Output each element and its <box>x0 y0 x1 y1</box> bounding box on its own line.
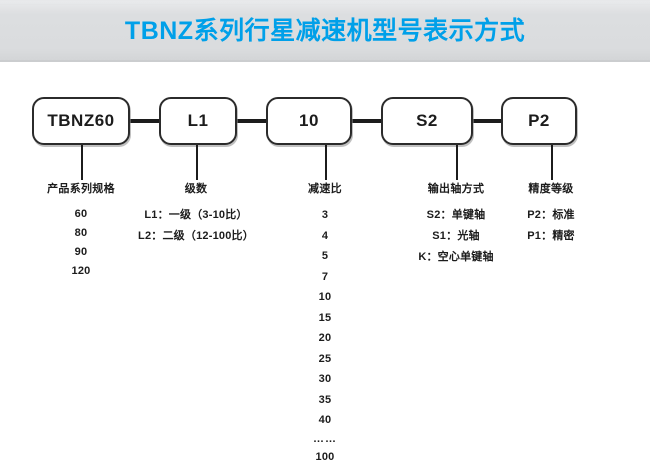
code-node-precision[interactable]: P2 <box>501 97 577 145</box>
code-node-stage[interactable]: L1 <box>159 97 237 145</box>
column-series-item: 60 <box>74 208 88 220</box>
title-bar: TBNZ系列行星减速机型号表示方式 <box>0 0 650 62</box>
column-ratio-item: 30 <box>318 373 332 385</box>
code-node-shaft[interactable]: S2 <box>381 97 473 145</box>
column-series-item: 120 <box>71 265 91 277</box>
column-precision-title: 精度等级 <box>528 183 574 195</box>
column-shaft-title: 输出轴方式 <box>427 183 485 195</box>
column-ratio-item: 3 <box>321 209 329 221</box>
column-shaft: 输出轴方式 S2：单键轴 S1：光轴 K：空心单键轴 <box>386 180 526 268</box>
column-series: 产品系列规格 60 80 90 120 <box>11 180 151 281</box>
column-ratio-item: 10 <box>318 291 332 303</box>
column-ratio-item: 20 <box>318 332 332 344</box>
column-precision-item: P2：标准 <box>527 209 575 221</box>
page-title: TBNZ系列行星减速机型号表示方式 <box>124 17 526 45</box>
column-series-item: 80 <box>74 227 88 239</box>
drop-line-ratio <box>325 145 327 180</box>
column-ratio-item: 40 <box>318 414 332 426</box>
column-shaft-item: S2：单键轴 <box>426 209 486 221</box>
column-ratio-item: 35 <box>318 393 332 406</box>
connector-4-5 <box>473 119 501 123</box>
column-series-title: 产品系列规格 <box>47 183 115 195</box>
column-ratio-item: 100 <box>315 450 335 463</box>
drop-line-shaft <box>456 145 458 180</box>
column-ratio-item: 25 <box>318 352 332 365</box>
column-ratio-item: 5 <box>321 250 329 262</box>
column-ratio: 减速比 3 4 5 7 10 15 20 25 30 35 40 …… 100 <box>275 180 375 467</box>
diagram-canvas: TBNZ60 L1 10 S2 P2 产品系列规格 60 80 90 120 级… <box>0 62 650 470</box>
column-precision: 精度等级 P2：标准 P1：精密 <box>496 180 606 247</box>
column-stage-item: L1：一级（3-10比） <box>144 209 248 221</box>
connector-1-2 <box>130 119 159 123</box>
drop-line-series <box>81 145 83 180</box>
column-ratio-item: 7 <box>321 270 329 283</box>
column-stage: 级数 L1：一级（3-10比） L2：二级（12-100比） <box>116 180 276 247</box>
column-series-item: 90 <box>74 246 88 258</box>
code-node-ratio[interactable]: 10 <box>266 97 352 145</box>
connector-2-3 <box>237 119 266 123</box>
drop-line-stage <box>196 145 198 180</box>
column-ratio-item: 15 <box>318 311 332 324</box>
column-shaft-item: S1：光轴 <box>432 230 480 242</box>
column-shaft-item: K：空心单键轴 <box>418 251 494 263</box>
drop-line-precision <box>551 145 553 180</box>
column-precision-item: P1：精密 <box>527 230 575 242</box>
column-ratio-title: 减速比 <box>308 183 342 195</box>
column-stage-item: L2：二级（12-100比） <box>138 230 254 242</box>
code-node-series[interactable]: TBNZ60 <box>32 97 130 145</box>
column-stage-title: 级数 <box>184 183 208 195</box>
connector-3-4 <box>352 119 381 123</box>
column-ratio-ellipsis: …… <box>313 432 337 445</box>
column-ratio-item: 4 <box>321 229 329 242</box>
